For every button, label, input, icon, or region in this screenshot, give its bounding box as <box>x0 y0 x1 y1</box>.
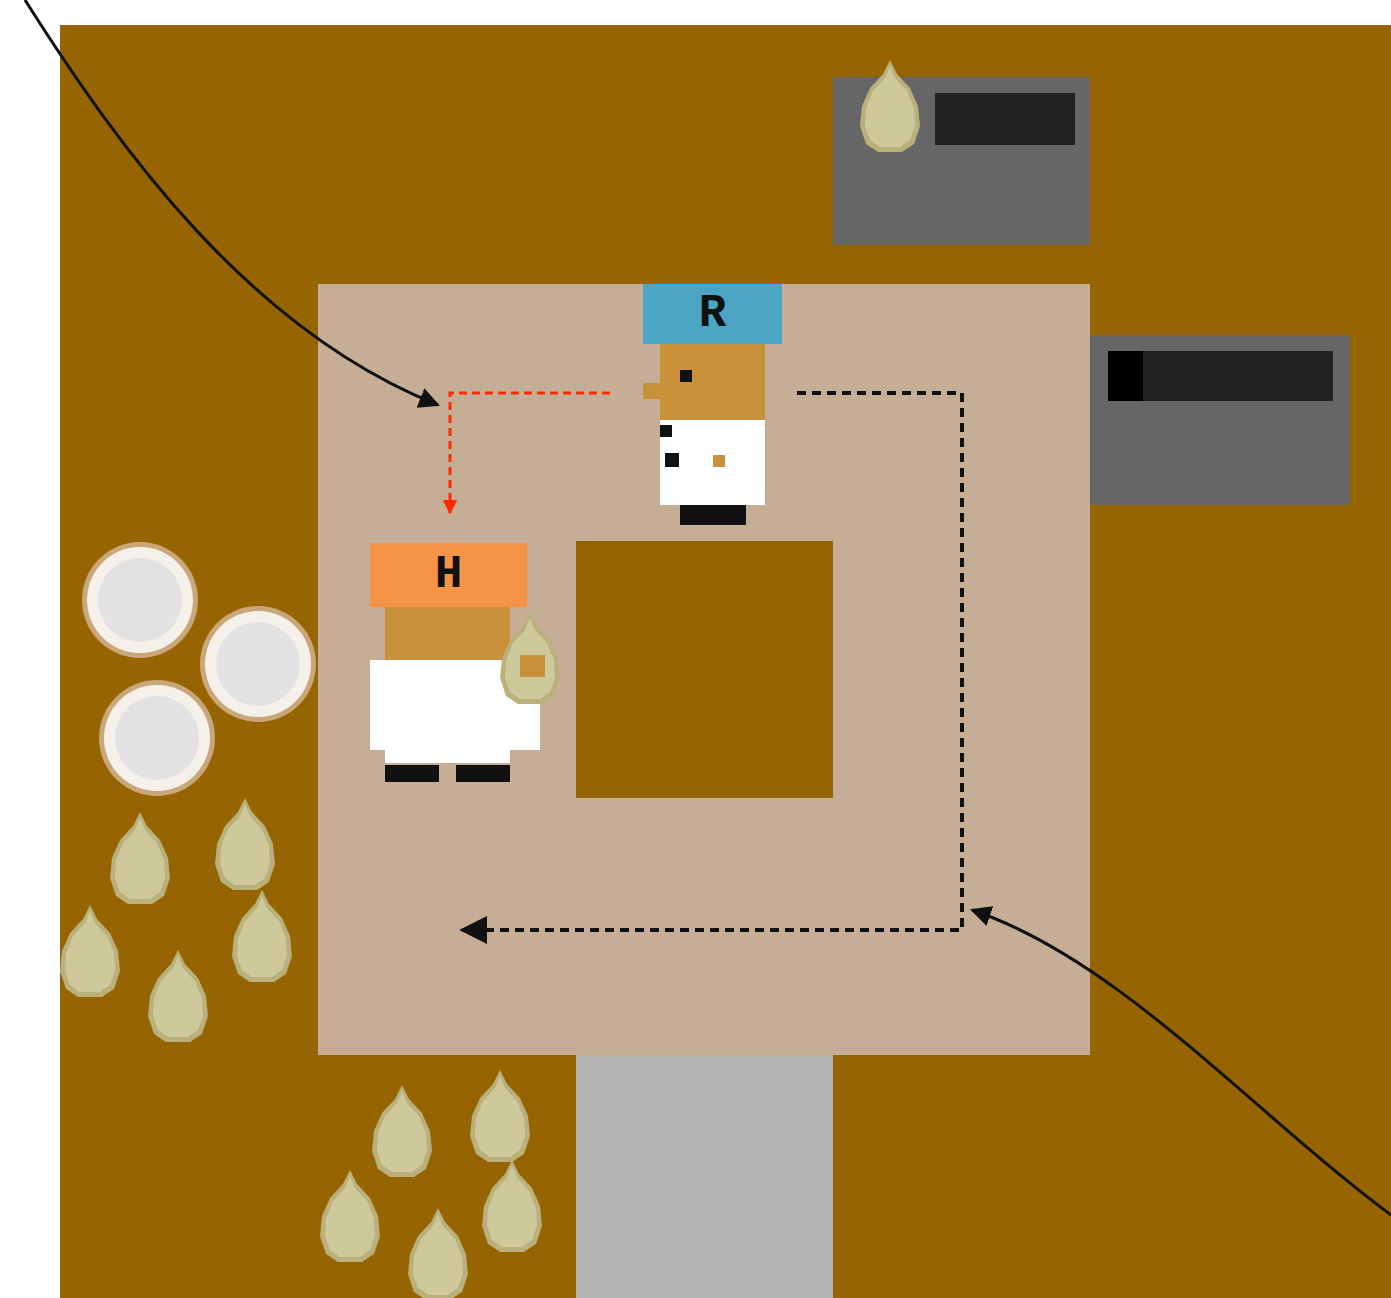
progress-fill <box>1108 351 1143 401</box>
onion <box>148 950 208 1042</box>
onion <box>232 890 292 982</box>
chef-marker: H <box>368 543 560 783</box>
handoff-path <box>450 393 610 513</box>
progress-bar <box>935 93 1075 145</box>
dish <box>82 542 198 658</box>
serving-area <box>576 1055 833 1298</box>
onion <box>110 812 170 904</box>
onion <box>215 798 275 890</box>
dish <box>200 606 316 722</box>
onion <box>320 1170 380 1262</box>
walkway <box>318 284 1090 1055</box>
onion <box>60 905 120 997</box>
chef-human <box>370 605 560 782</box>
leader-line <box>25 0 438 405</box>
dish <box>99 680 215 796</box>
onion <box>482 1160 542 1252</box>
onion-in-pot <box>860 60 920 152</box>
chef-robot <box>643 344 765 525</box>
onion <box>372 1085 432 1177</box>
center-counter <box>576 541 833 798</box>
pot-station <box>1090 335 1350 505</box>
progress-bar <box>1108 351 1333 401</box>
chef-marker: R <box>640 284 782 525</box>
planned-path <box>462 393 962 930</box>
onion <box>470 1070 530 1162</box>
chef-hat-label: H <box>370 543 527 607</box>
onion <box>408 1208 468 1298</box>
leader-line <box>972 910 1391 1215</box>
floor-ground <box>60 25 1391 1298</box>
chef-hat-label: R <box>643 284 782 344</box>
